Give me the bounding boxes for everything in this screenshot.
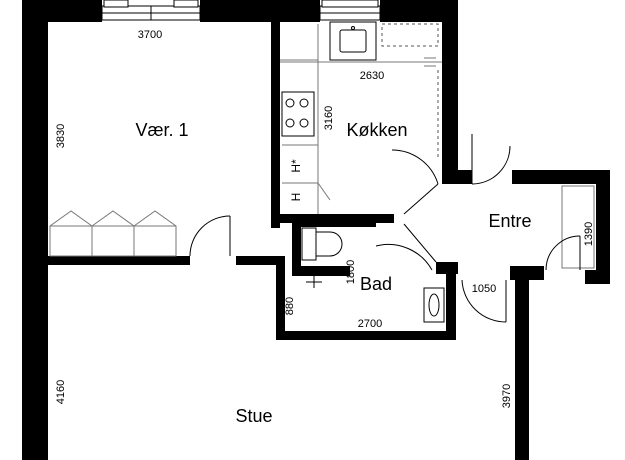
stove: [281, 91, 315, 137]
bathroom: [301, 223, 445, 323]
room-label-kitchen: Køkken: [346, 120, 407, 140]
entrance-closet: [561, 185, 595, 269]
living-door-swing: [461, 279, 507, 323]
wall-bedroom-bottom-right: [236, 256, 280, 265]
wall-kitchen-entrance-stub: [442, 170, 472, 184]
bedroom: [49, 210, 231, 257]
wall-living-right: [515, 266, 529, 460]
wall-bath-inner: [300, 266, 350, 276]
room-label-entrance: Entre: [488, 211, 531, 231]
wall-right-kitchen: [442, 0, 458, 184]
wall-bedroom-kitchen: [271, 14, 280, 228]
dim-bedroom-width: 3700: [138, 29, 162, 41]
wall-bath-bottom: [276, 331, 456, 340]
kitchen-counter: [280, 59, 319, 214]
front-door-swing: [471, 145, 511, 185]
wall-bedroom-bottom-left: [48, 256, 190, 265]
kitchen: [280, 21, 442, 215]
cabinet-label-top: H*: [289, 159, 303, 173]
dim-bath-width: 2700: [358, 318, 382, 330]
dim-bath-small: 880: [284, 297, 296, 315]
wall-top-middle: [200, 0, 320, 22]
entrance: [461, 134, 595, 323]
dim-kitchen-depth: 3160: [323, 106, 335, 130]
room-label-bedroom: Vær. 1: [135, 120, 188, 140]
kitchen-door: [403, 183, 439, 215]
room-label-living: Stue: [235, 406, 272, 426]
kitchen-sink-cabinet: [329, 21, 377, 61]
bedroom-door-swing: [189, 215, 231, 257]
kitchen-sink: [339, 29, 367, 53]
dim-living-left: 4160: [55, 380, 67, 404]
wall-left: [22, 0, 48, 460]
dim-entrance-door: 1050: [472, 283, 496, 295]
bath-door-swing: [375, 243, 433, 271]
wall-bath-right: [446, 270, 456, 340]
dim-bedroom-depth: 3830: [55, 124, 67, 148]
wardrobe: [49, 225, 177, 257]
cabinet-label-bottom: H: [289, 193, 303, 202]
room-label-bathroom: Bad: [360, 274, 392, 294]
kitchen-door-swing: [391, 149, 439, 185]
toilet-tank: [301, 227, 317, 261]
walls: [22, 0, 610, 460]
dim-living-right: 3970: [501, 384, 513, 408]
toilet-bowl: [315, 231, 343, 257]
wall-bath-corner: [436, 262, 458, 274]
closet-door-swing: [545, 235, 581, 271]
wall-bath-left: [276, 256, 285, 340]
wall-kitchen-bottom: [280, 214, 394, 223]
wall-entrance-top: [512, 170, 610, 184]
dim-kitchen-width: 2630: [360, 70, 384, 82]
bath-door: [403, 223, 437, 263]
dim-bath-depth: 1800: [345, 260, 357, 284]
dim-entrance-closet: 1390: [583, 222, 595, 246]
dishwasher: [381, 23, 439, 47]
windows: [101, 0, 381, 21]
wall-entrance-right: [596, 170, 610, 284]
wall-bath-top-left: [292, 218, 301, 276]
wall-top-right: [380, 0, 458, 22]
wall-entrance-bottom-right: [585, 270, 610, 284]
bathroom-sink: [423, 287, 445, 323]
